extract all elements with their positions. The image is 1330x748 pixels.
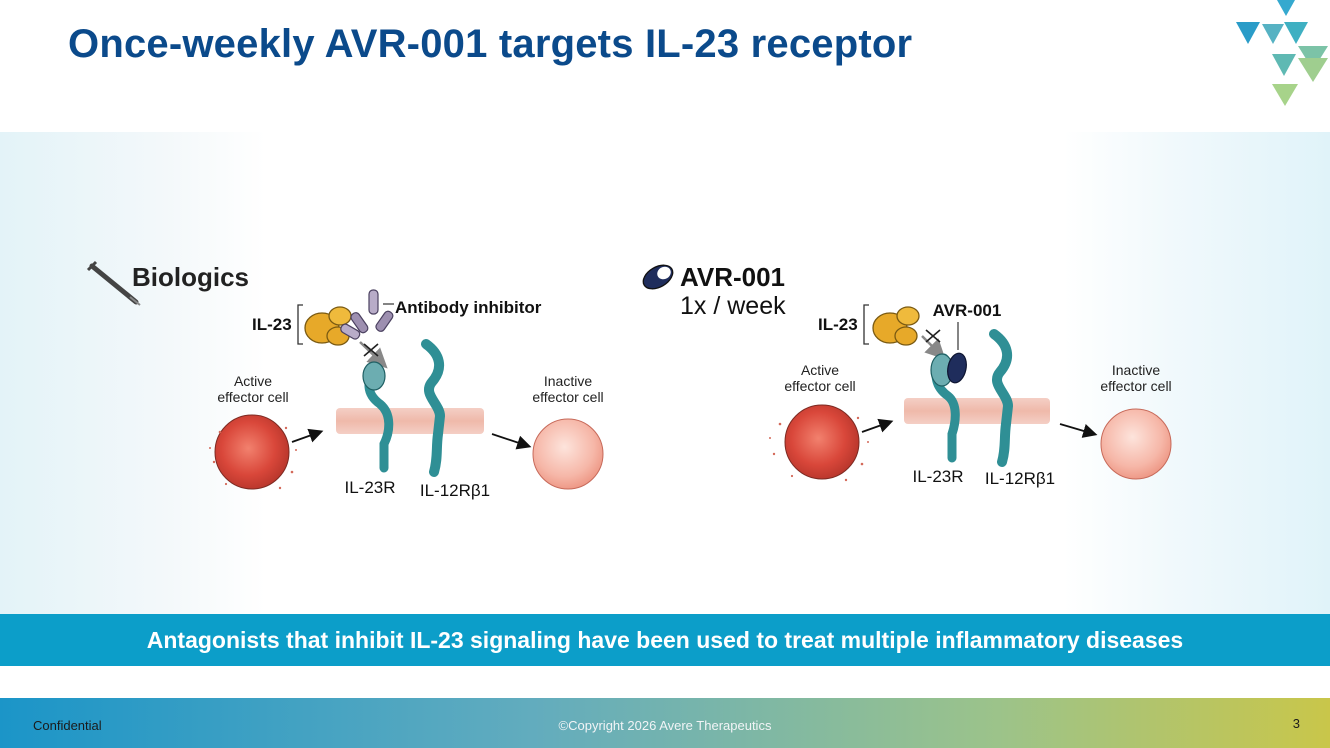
il23-bracket-right <box>863 304 869 345</box>
summary-banner: Antagonists that inhibit IL-23 signaling… <box>0 614 1330 666</box>
active-cell-label-line1-right: Active <box>801 362 839 378</box>
avr001-panel: AVR-001 1x / week IL-23 AVR-001 Active e… <box>642 262 1172 488</box>
copyright-label: ©Copyright 2026 Avere Therapeutics <box>558 718 772 733</box>
cell-membrane-right <box>904 398 1050 424</box>
active-cell-label-line1: Active <box>234 373 272 389</box>
cell-membrane <box>336 408 484 434</box>
dosing-label: 1x / week <box>680 292 786 320</box>
avr001-molecule <box>947 352 967 384</box>
inactive-effector-cell <box>532 418 604 490</box>
il12rb1-label: IL-12Rβ1 <box>420 481 490 500</box>
il23-label-right: IL-23 <box>818 315 858 334</box>
inactivation-arrow-right <box>1059 423 1098 438</box>
active-cell-label-line2-right: effector cell <box>784 378 855 394</box>
pill-icon <box>642 264 674 290</box>
inactive-effector-cell-right <box>1100 408 1172 480</box>
antibody-inhibitor-label: Antibody inhibitor <box>395 298 542 317</box>
avr001-drug-label: AVR-001 <box>933 301 1002 320</box>
footer: Confidential ©Copyright 2026 Avere Thera… <box>0 698 1330 748</box>
il23-bracket <box>297 304 303 345</box>
biologics-panel: Biologics IL-23 Antibody inhibitor Activ… <box>86 260 604 500</box>
block-x-icon <box>363 343 379 357</box>
block-x-icon-right <box>925 329 941 343</box>
il12rb1-label-right: IL-12Rβ1 <box>985 469 1055 488</box>
inactivation-arrow <box>491 433 532 450</box>
active-cell-label-line2: effector cell <box>217 389 288 405</box>
avr001-heading: AVR-001 <box>680 262 785 292</box>
activation-arrow <box>291 428 324 443</box>
il12rb1-receptor-right <box>989 329 1014 467</box>
slide-title: Once-weekly AVR-001 targets IL-23 recept… <box>68 22 913 66</box>
il23-label: IL-23 <box>252 315 292 334</box>
company-logo <box>1236 0 1328 106</box>
il23r-label: IL-23R <box>344 478 395 497</box>
mechanism-diagram: Biologics IL-23 Antibody inhibitor Activ… <box>86 260 1172 500</box>
il23r-label-right: IL-23R <box>912 467 963 486</box>
diagram-background <box>0 132 1330 614</box>
inactive-cell-label-line2: effector cell <box>532 389 603 405</box>
inactive-cell-label-line2-right: effector cell <box>1100 378 1171 394</box>
blocked-binding-arrow-right <box>921 335 946 360</box>
biologics-heading: Biologics <box>132 262 249 292</box>
activation-arrow-right <box>861 418 894 433</box>
page-number: 3 <box>1292 716 1300 731</box>
confidential-label: Confidential <box>33 718 102 733</box>
inactive-cell-label-line1-right: Inactive <box>1112 362 1160 378</box>
active-effector-cell <box>209 414 297 490</box>
active-effector-cell-right <box>769 404 869 482</box>
syringe-icon <box>86 260 141 306</box>
il23-molecule-right <box>872 306 920 346</box>
il12rb1-receptor <box>421 339 446 477</box>
antibody-icon <box>340 289 394 340</box>
blocked-binding-arrow <box>359 341 388 369</box>
inactive-cell-label-line1: Inactive <box>544 373 592 389</box>
